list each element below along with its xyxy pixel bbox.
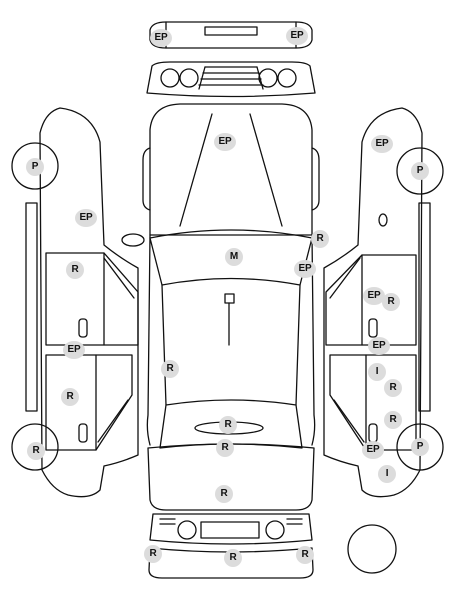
- damage-marker[interactable]: P: [411, 162, 429, 180]
- damage-marker[interactable]: EP: [294, 260, 316, 278]
- damage-marker[interactable]: R: [384, 411, 402, 429]
- damage-marker[interactable]: R: [224, 549, 242, 567]
- damage-marker[interactable]: I: [368, 363, 386, 381]
- damage-marker[interactable]: R: [296, 546, 314, 564]
- damage-marker[interactable]: EP: [63, 341, 85, 359]
- damage-marker[interactable]: EP: [371, 135, 393, 153]
- damage-marker[interactable]: EP: [363, 287, 385, 305]
- damage-marker[interactable]: P: [26, 158, 44, 176]
- damage-marker[interactable]: EP: [75, 209, 97, 227]
- damage-marker[interactable]: R: [161, 360, 179, 378]
- damage-marker[interactable]: M: [225, 248, 243, 266]
- damage-marker[interactable]: EP: [286, 27, 308, 45]
- damage-marker[interactable]: R: [144, 545, 162, 563]
- damage-marker[interactable]: EP: [150, 29, 172, 47]
- damage-marker[interactable]: R: [61, 388, 79, 406]
- rear-lights-view: [149, 513, 313, 545]
- spare-tire: [347, 524, 397, 574]
- rear-bumper-view: [148, 547, 314, 579]
- damage-marker[interactable]: R: [384, 379, 402, 397]
- damage-marker[interactable]: R: [311, 230, 329, 248]
- damage-marker[interactable]: I: [378, 465, 396, 483]
- damage-marker[interactable]: R: [219, 416, 237, 434]
- left-side-view: [11, 107, 139, 498]
- damage-marker[interactable]: R: [66, 261, 84, 279]
- damage-marker[interactable]: R: [382, 293, 400, 311]
- damage-marker[interactable]: EP: [214, 133, 236, 151]
- damage-marker[interactable]: EP: [368, 337, 390, 355]
- damage-marker[interactable]: R: [215, 485, 233, 503]
- front-headlights-view: [146, 61, 316, 98]
- damage-marker[interactable]: R: [216, 439, 234, 457]
- damage-marker[interactable]: R: [27, 442, 45, 460]
- damage-marker[interactable]: P: [411, 438, 429, 456]
- damage-marker[interactable]: EP: [362, 441, 384, 459]
